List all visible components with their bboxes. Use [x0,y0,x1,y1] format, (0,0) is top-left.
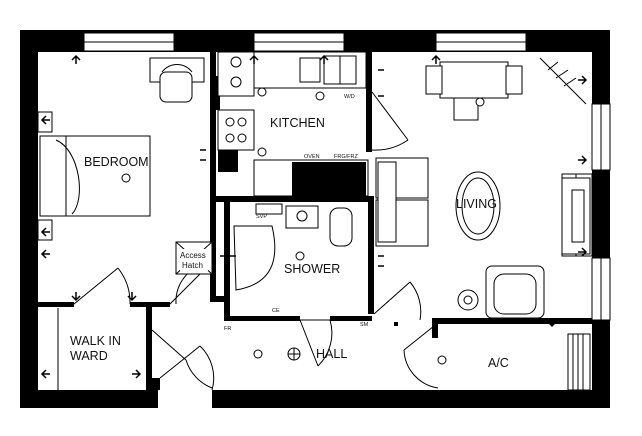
svp-label: SVP [256,214,267,220]
shower-label: SHOWER [284,262,340,276]
hall-light-icon [253,349,263,359]
armchair [485,265,545,319]
oven-label: OVEN [304,154,320,160]
sofa-left [375,157,429,247]
dining-set [425,61,523,121]
sm-label: SM [360,322,369,328]
radiator [567,333,591,391]
fr-label: FR [224,326,231,332]
hall-smoke-icon [287,347,301,361]
bedroom-label: BEDROOM [84,155,149,169]
access-hatch-label-line1: Access [180,251,206,260]
ac-label: A/C [488,356,509,370]
kitchen-units [217,51,369,197]
plant [539,57,587,105]
walk-in-ward-label-line2: WARD [70,349,108,363]
kitchen-label: KITCHEN [270,116,325,130]
w-d-label: W/D [344,94,355,100]
living-light-icon [475,97,485,107]
ac-light-icon [437,355,447,365]
ce-label: CE [272,308,280,314]
frg-frz-label: FRG/FRZ [334,154,358,160]
access-hatch [175,241,213,275]
bedroom-light-icon [121,173,131,183]
bed [37,111,151,241]
tv-unit [561,177,591,255]
floor-lamp [457,289,479,311]
coffee-table [455,171,501,241]
access-hatch-label-line2: Hatch [182,261,203,270]
desk-chair [149,57,205,103]
living-label: LIVING [456,197,497,211]
walk-in-ward-label-line1: WALK IN [70,334,121,348]
socket-icons [40,54,588,379]
hall-label: HALL [316,347,347,361]
shower-fixtures [233,203,353,291]
